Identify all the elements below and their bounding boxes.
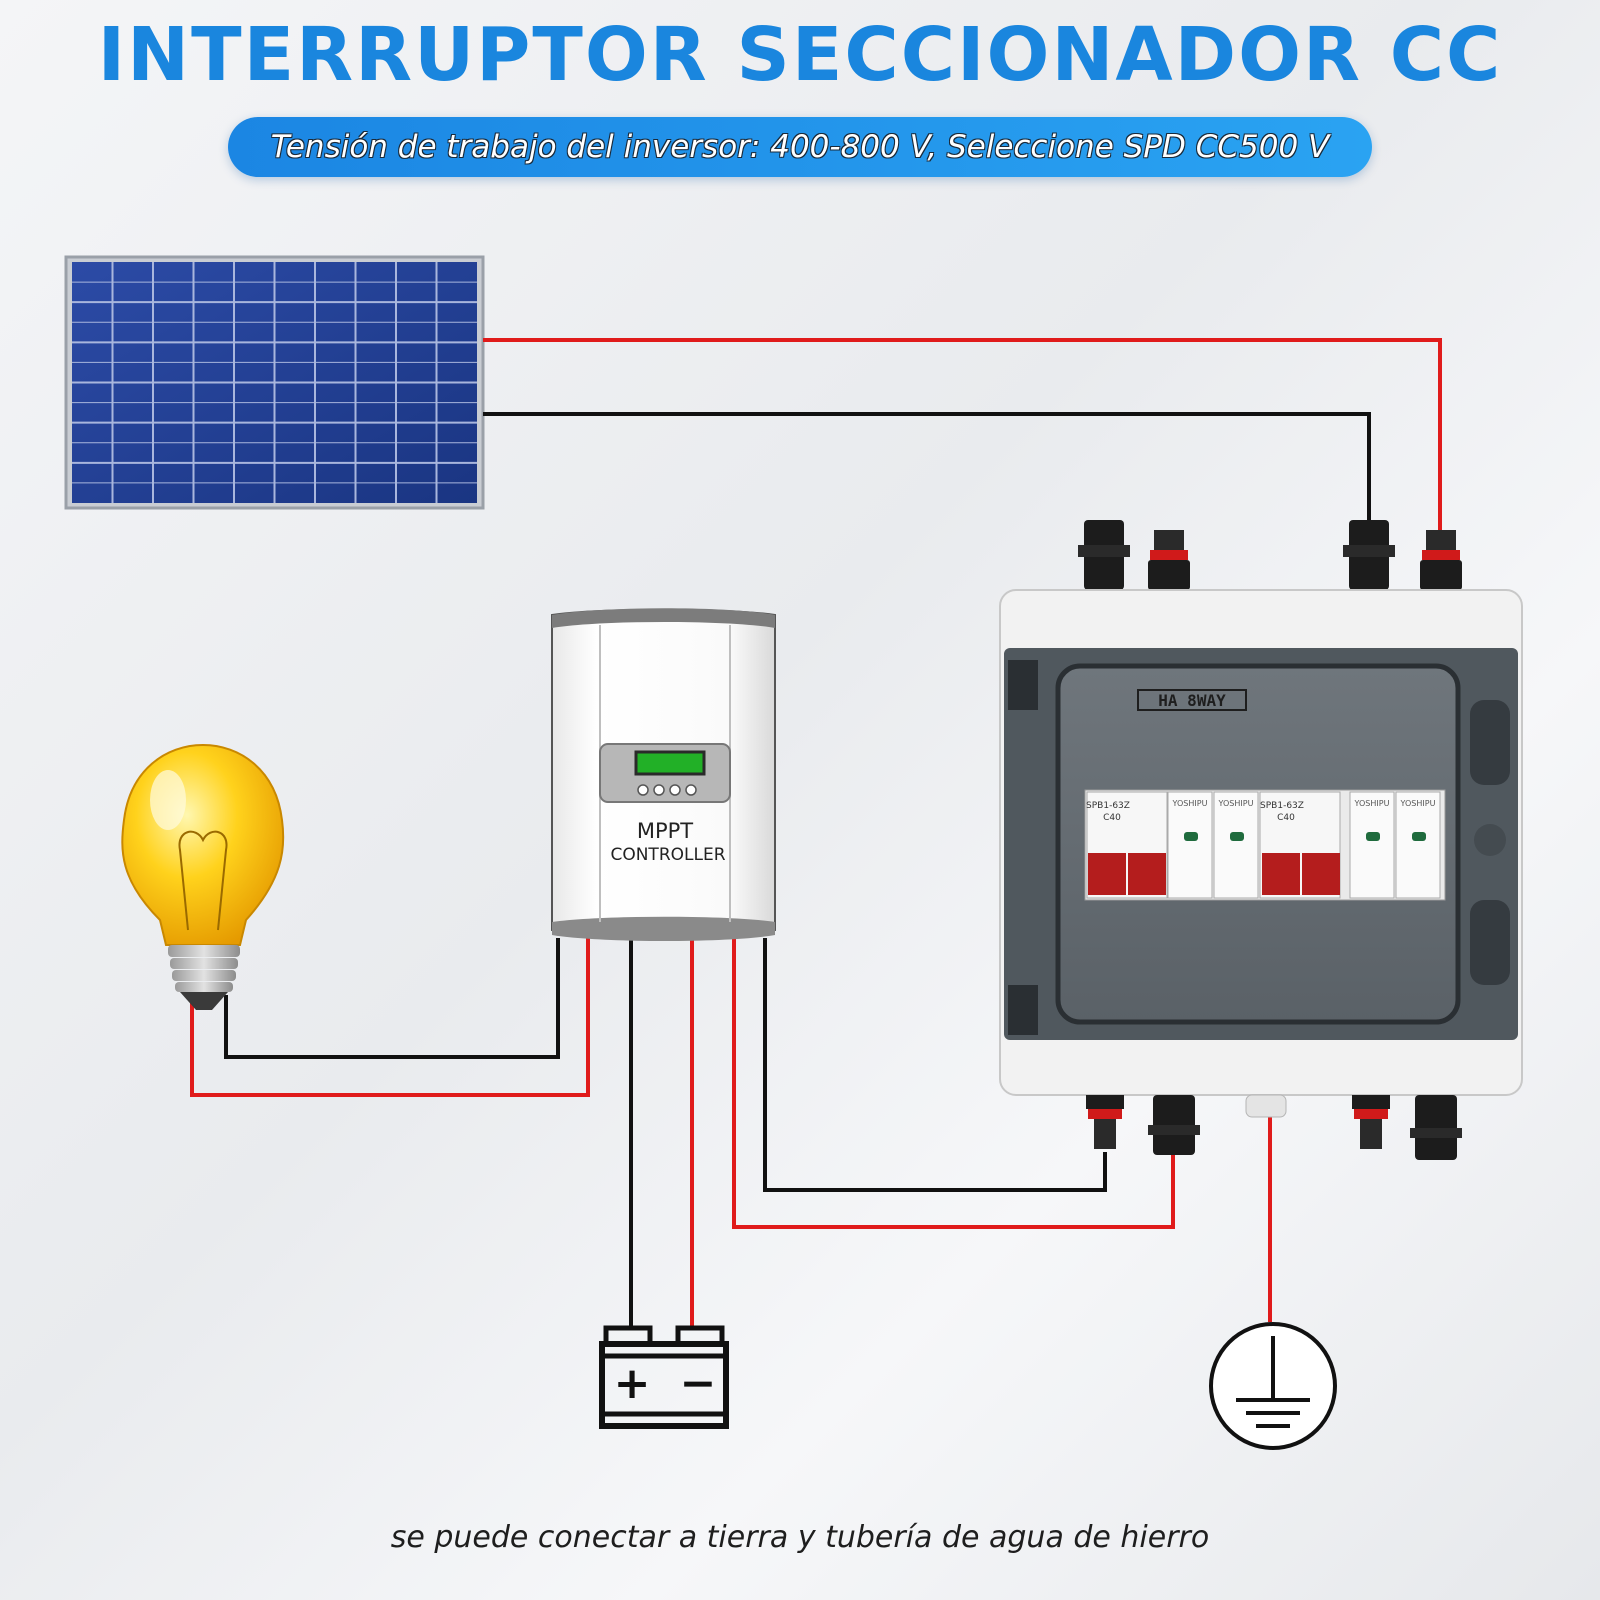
spd3-brand: YOSHIPU [1354,799,1390,808]
breaker2-model: SPB1-63Z [1260,801,1304,811]
spd2-brand: YOSHIPU [1218,799,1254,808]
wire-box-red [732,938,1175,1229]
wire-panel-positive [483,338,1442,555]
mppt-controller: MPPT CONTROLLER [551,608,776,941]
breaker1-rating: C40 [1103,813,1121,823]
wires [190,338,1442,1328]
combiner-box-label: HA 8WAY [1158,691,1226,710]
controller-label-line1: MPPT [637,819,693,843]
subtitle-text: Tensión de trabajo del inversor: 400-800… [270,129,1330,165]
light-bulb-icon [121,743,285,1010]
breaker2-rating: C40 [1277,813,1295,823]
page-title: INTERRUPTOR SECCIONADOR CC [97,12,1503,98]
solar-panel [64,255,485,510]
breaker1-model: SPB1-63Z [1086,801,1130,811]
wire-bulb-black [224,938,560,1059]
top-connectors [1078,520,1462,590]
battery-minus: − [680,1358,717,1409]
wire-box-black [763,938,1107,1192]
din-modules: SPB1-63Z C40 YOSHIPU YOSHIPU SPB1-63Z C4… [1084,789,1446,901]
combiner-box: HA 8WAY SPB1-63Z C40 YOSHIPU YOSHIPU SPB… [999,520,1523,1160]
controller-label-line2: CONTROLLER [610,845,725,865]
subtitle-banner: Tensión de trabajo del inversor: 400-800… [228,117,1372,177]
spd4-brand: YOSHIPU [1400,799,1436,808]
footer-caption: se puede conectar a tierra y tubería de … [390,1520,1210,1555]
bottom-connectors [1086,1094,1462,1160]
spd1-brand: YOSHIPU [1172,799,1208,808]
wire-bulb-red [190,938,590,1097]
battery-icon: + − [599,1325,729,1429]
battery-plus: + [614,1358,651,1409]
ground-icon [1209,1322,1337,1450]
wire-panel-negative [483,412,1371,555]
